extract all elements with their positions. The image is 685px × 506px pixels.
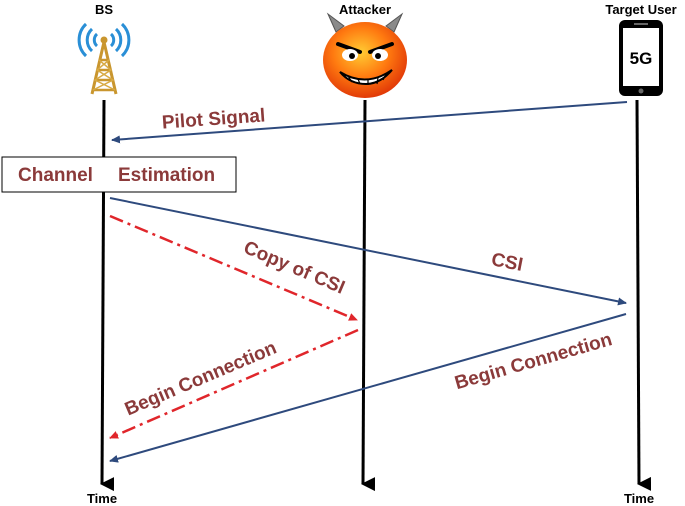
channel-estimation-label-part1: Channel <box>18 165 93 186</box>
bs-time-label: Time <box>87 491 117 506</box>
actor-bs-label: BS <box>95 2 113 17</box>
attacker-begin-connection-label: Begin Connection <box>122 338 280 421</box>
smartphone-icon: 5G <box>619 20 663 96</box>
pilot-signal-arrow <box>111 101 628 144</box>
attacker-begin-connection-arrow <box>109 328 359 440</box>
csi-label: CSI <box>489 249 524 276</box>
cell-tower-icon <box>77 22 131 95</box>
channel-estimation-box <box>1 156 237 193</box>
copy-of-csi-label: Copy of CSI <box>240 237 347 298</box>
copy-of-csi-arrow <box>109 214 358 322</box>
target-user-time-label: Time <box>624 491 654 506</box>
user-begin-connection-arrow <box>109 313 627 463</box>
devil-face-icon <box>323 12 407 98</box>
channel-estimation-label-part2: Estimation <box>118 165 215 186</box>
actor-target-user-label: Target User <box>605 2 676 17</box>
target-user-lifeline <box>635 99 652 491</box>
phone-5g-label: 5G <box>630 49 653 68</box>
user-begin-connection-label: Begin Connection <box>452 329 614 394</box>
csi-arrow <box>109 197 627 306</box>
attacker-lifeline <box>361 99 376 492</box>
actor-attacker-label: Attacker <box>339 2 391 17</box>
